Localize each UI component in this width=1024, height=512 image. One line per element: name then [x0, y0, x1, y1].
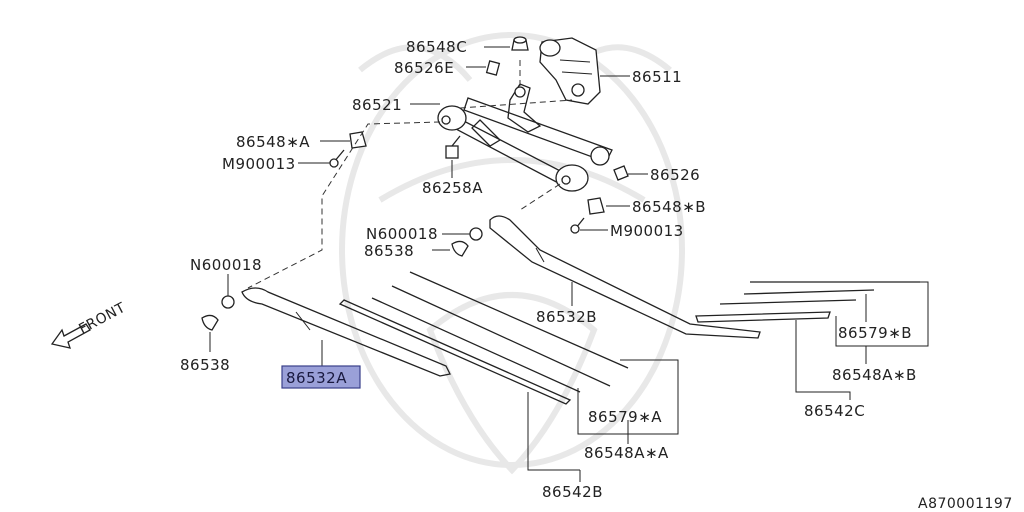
label-86542b[interactable]: 86542B: [542, 483, 603, 501]
label-86548-b[interactable]: 86548∗B: [632, 198, 706, 216]
label-86521[interactable]: 86521: [352, 96, 402, 114]
label-86511[interactable]: 86511: [632, 68, 682, 86]
label-86532b[interactable]: 86532B: [536, 308, 597, 326]
front-arrow-icon: FRONT: [50, 300, 128, 349]
label-86526[interactable]: 86526: [650, 166, 700, 184]
label-86532a[interactable]: 86532A: [286, 369, 347, 387]
diagram-id: A870001197: [918, 496, 1013, 512]
bolt-m900013-left[interactable]: [329, 149, 345, 168]
highlight-box-86532a: [281, 365, 361, 389]
bolt-m900013-right[interactable]: [570, 217, 585, 234]
nut-n600018-mid[interactable]: [469, 227, 483, 241]
wiper-blade-86542b[interactable]: [338, 271, 629, 405]
label-n600018-left[interactable]: N600018: [190, 256, 262, 274]
cap-86538-mid[interactable]: [451, 240, 469, 257]
bushing-86526e[interactable]: [485, 60, 501, 76]
wiper-motor[interactable]: [539, 37, 601, 105]
pivot-right[interactable]: [555, 164, 589, 192]
pivot-left-86521[interactable]: [437, 105, 467, 131]
cap-86526[interactable]: [613, 165, 629, 181]
label-86548a-b[interactable]: 86548A∗B: [832, 366, 917, 384]
wiper-arm-86532a[interactable]: [241, 287, 451, 377]
wiper-blade-86542c[interactable]: [695, 281, 920, 323]
label-86538-mid[interactable]: 86538: [364, 242, 414, 260]
label-86548a-a[interactable]: 86548A∗A: [584, 444, 669, 462]
nut-86548c[interactable]: [511, 36, 529, 51]
leader-lines: [209, 46, 929, 482]
label-m900013-right[interactable]: M900013: [610, 222, 684, 240]
watermark-emblem: [339, 32, 685, 475]
label-n600018-mid[interactable]: N600018: [366, 225, 438, 243]
front-label: FRONT: [76, 300, 128, 338]
label-m900013-left[interactable]: M900013: [222, 155, 296, 173]
label-86548-a[interactable]: 86548∗A: [236, 133, 310, 151]
dashed-lines: [247, 60, 573, 289]
bolt-86258a[interactable]: [445, 135, 461, 159]
nut-86548-b[interactable]: [587, 197, 605, 215]
wiper-arm-86532b[interactable]: [489, 215, 761, 339]
label-86526e[interactable]: 86526E: [394, 59, 454, 77]
label-86258a[interactable]: 86258A: [422, 179, 483, 197]
label-86542c[interactable]: 86542C: [804, 402, 865, 420]
label-86548c[interactable]: 86548C: [406, 38, 467, 56]
wiper-link-assembly[interactable]: [453, 83, 613, 187]
label-86538-left[interactable]: 86538: [180, 356, 230, 374]
cap-86538-left[interactable]: [201, 314, 219, 331]
nut-n600018-left[interactable]: [221, 295, 235, 309]
label-86579-a[interactable]: 86579∗A: [588, 408, 662, 426]
label-86579-b[interactable]: 86579∗B: [838, 324, 912, 342]
